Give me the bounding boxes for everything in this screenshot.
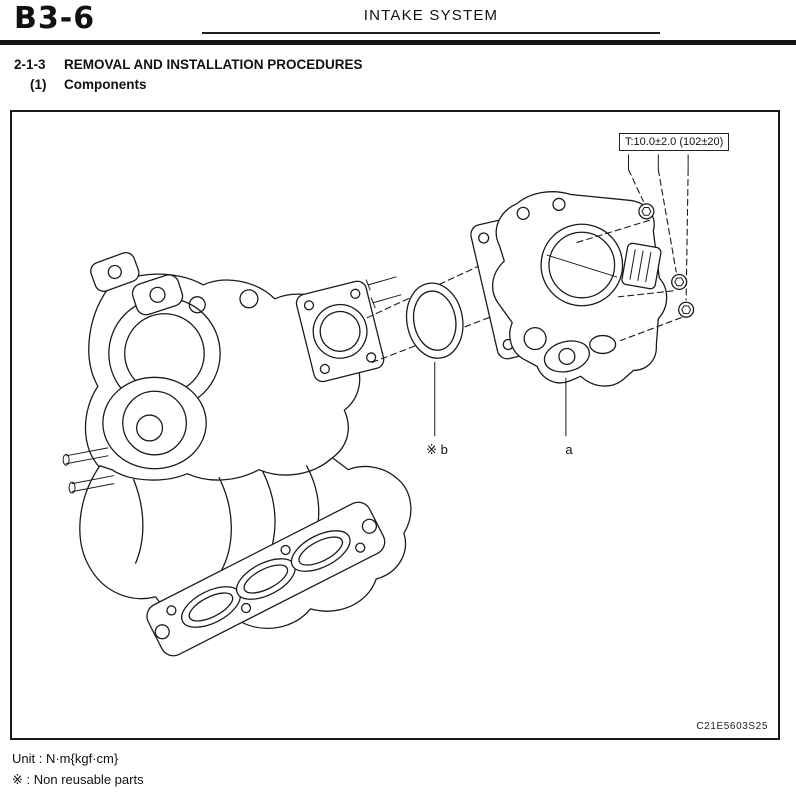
subsection-title: Components — [64, 77, 147, 92]
torque-spec-label: T:10.0±2.0 (102±20) — [619, 133, 730, 151]
throttle-sensor-connector — [621, 242, 662, 290]
bolt-head-icon — [671, 273, 688, 291]
section-title: REMOVAL AND INSTALLATION PROCEDURES — [64, 57, 363, 72]
throttle-mount-flange — [295, 280, 385, 383]
part-label-leader-lines — [434, 361, 567, 437]
part-label-a: a — [565, 442, 573, 457]
side-studs — [62, 447, 115, 494]
lower-mount-flange — [146, 501, 386, 657]
throttle-body-drawing — [470, 191, 668, 387]
exploded-view-drawing — [62, 154, 695, 657]
page-code: B3-6 — [14, 1, 96, 36]
intake-manifold-drawing — [62, 252, 412, 657]
section-heading: 2-1-3 REMOVAL AND INSTALLATION PROCEDURES — [14, 57, 363, 72]
flange-studs — [365, 276, 402, 309]
subsection-number: (1) — [30, 77, 47, 92]
section-number: 2-1-3 — [14, 57, 46, 72]
components-figure: T:10.0±2.0 (102±20) ※ b a C21E5603S25 — [10, 110, 780, 740]
subsection-heading: (1) Components — [30, 77, 147, 92]
page-title: INTAKE SYSTEM — [363, 7, 499, 24]
figure-code: C21E5603S25 — [696, 721, 768, 732]
bolt-head-icon — [638, 203, 655, 220]
bolt-head-icon — [678, 301, 695, 318]
torque-leader-lines — [574, 154, 695, 342]
header-rule — [0, 40, 796, 45]
part-label-b: ※ b — [426, 442, 448, 457]
header-title-underline: INTAKE SYSTEM — [202, 7, 660, 34]
unit-note: Unit : N·m{kgf·cm} — [12, 751, 119, 766]
non-reusable-note: ※ : Non reusable parts — [12, 772, 144, 787]
throttle-gasket-drawing — [405, 282, 464, 359]
